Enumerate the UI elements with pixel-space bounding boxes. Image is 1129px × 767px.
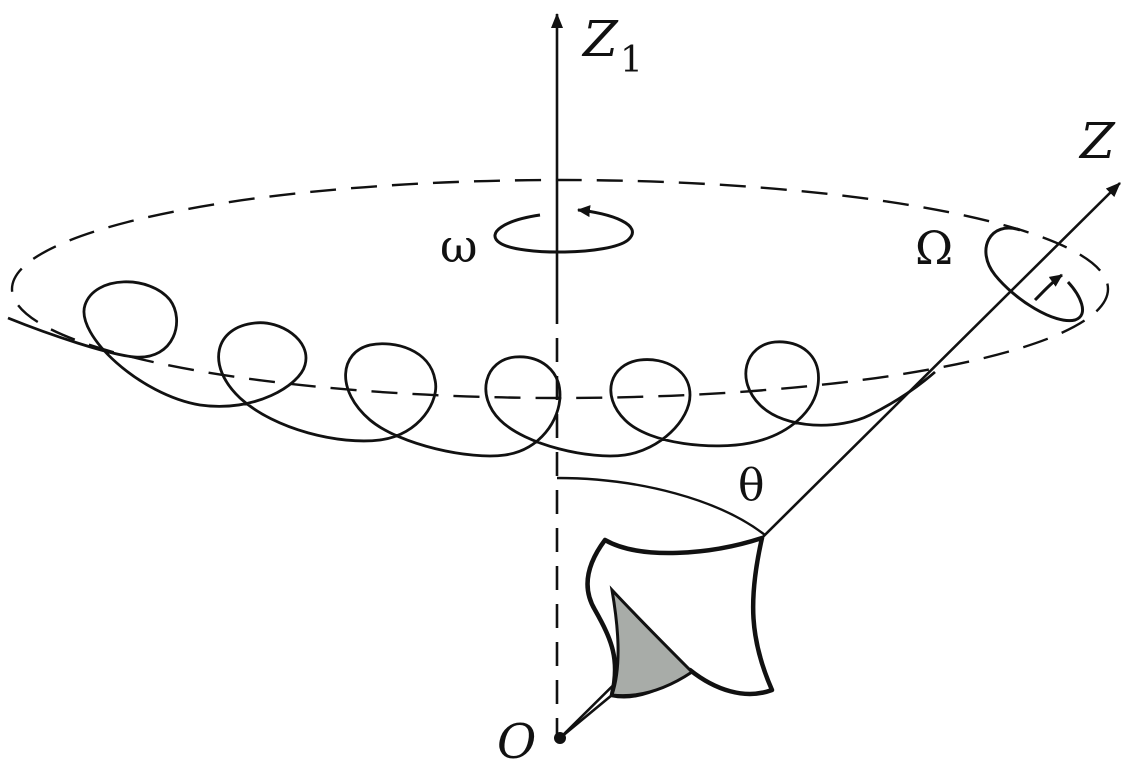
omega-spin-label: Ω	[915, 221, 953, 275]
precession-rotation-arrow	[493, 205, 634, 254]
z1-axis-subscript: 1	[620, 40, 643, 81]
spinning-top	[559, 535, 775, 740]
theta-angle-arc	[556, 476, 766, 536]
precession-path-ellipse	[10, 178, 1110, 400]
spinning-top-shaded-cone	[609, 585, 695, 698]
theta-label: θ	[738, 460, 765, 511]
spin-rotation-arrow	[984, 226, 1085, 323]
origin-label: O	[497, 714, 536, 767]
omega-precession-label: ω	[440, 219, 478, 273]
origin-point	[554, 732, 566, 744]
z-axis-label: Z	[1078, 112, 1116, 170]
nutation-loops-curve	[7, 280, 936, 458]
spinning-top-stem	[559, 693, 613, 740]
z1-axis-label: Z	[581, 10, 619, 68]
